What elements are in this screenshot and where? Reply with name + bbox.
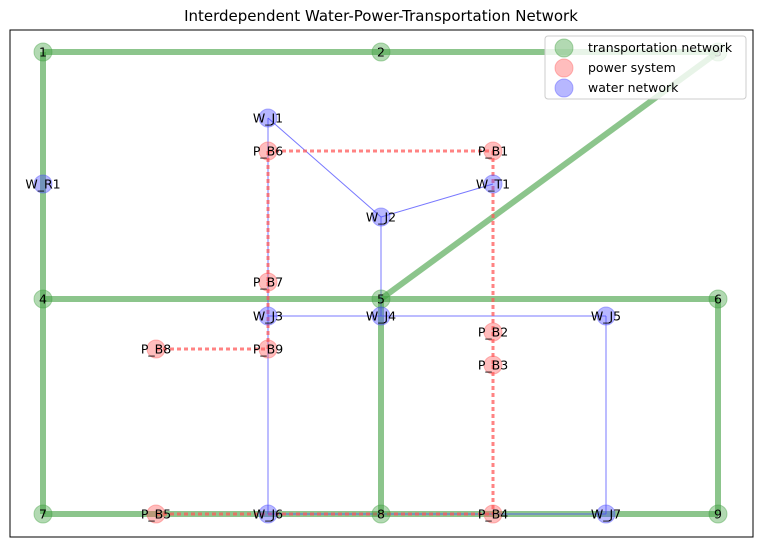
legend-marker-power [554, 58, 574, 78]
nodes-layer [33, 42, 728, 524]
node-P_B6 [258, 141, 278, 161]
node-label-P_B9: P_B9 [253, 342, 283, 357]
node-5 [371, 289, 391, 309]
legend-label-transportation: transportation network [588, 40, 733, 55]
legend-label-water: water network [588, 80, 679, 95]
node-label-P_B8: P_B8 [141, 342, 171, 357]
legend: transportation network power system wate… [544, 35, 747, 100]
node-1 [33, 42, 53, 62]
node-label-W_J3: W_J3 [253, 309, 283, 324]
node-label-2: 2 [377, 45, 385, 60]
node-label-4: 4 [39, 292, 47, 307]
node-9 [708, 504, 728, 524]
node-W_J7 [596, 504, 616, 524]
legend-marker-water [554, 78, 574, 98]
legend-label-power: power system [588, 60, 676, 75]
node-label-P_B5: P_B5 [141, 507, 171, 522]
node-W_J4 [371, 306, 391, 326]
node-8 [371, 504, 391, 524]
node-label-P_B6: P_B6 [253, 144, 283, 159]
node-W_J2 [371, 207, 391, 227]
node-label-P_B4: P_B4 [478, 507, 508, 522]
node-label-P_B2: P_B2 [478, 325, 508, 340]
node-P_B8 [146, 339, 166, 359]
water-edge-W_J2-W_T1 [380, 183, 494, 218]
node-W_J6 [258, 504, 278, 524]
node-label-W_J6: W_J6 [253, 507, 283, 522]
node-label-5: 5 [377, 292, 385, 307]
node-W_J5 [596, 306, 616, 326]
node-label-9: 9 [714, 507, 722, 522]
node-label-W_T1: W_T1 [476, 177, 510, 192]
node-7 [33, 504, 53, 524]
node-label-W_R1: W_R1 [25, 177, 60, 192]
legend-marker-transportation [554, 38, 574, 58]
node-W_J1 [258, 108, 278, 128]
node-label-P_B7: P_B7 [253, 275, 283, 290]
node-label-W_J7: W_J7 [591, 507, 621, 522]
node-label-W_J2: W_J2 [366, 210, 396, 225]
node-P_B1 [483, 141, 503, 161]
node-label-8: 8 [377, 507, 385, 522]
legend-box [544, 35, 747, 100]
node-label-W_J5: W_J5 [591, 309, 621, 324]
node-P_B2 [483, 322, 503, 342]
node-label-7: 7 [39, 507, 47, 522]
plot-frame [9, 29, 754, 538]
water-edge-W_J1-W_J2 [267, 117, 382, 218]
node-2 [371, 42, 391, 62]
node-P_B9 [258, 339, 278, 359]
node-4 [33, 289, 53, 309]
node-P_B7 [258, 272, 278, 292]
node-P_B5 [146, 504, 166, 524]
labels-layer: 123456789P_B1P_B2P_B3P_B4P_B5P_B6P_B7P_B… [25, 45, 722, 522]
node-W_T1 [483, 174, 503, 194]
node-label-6: 6 [714, 292, 722, 307]
node-label-1: 1 [39, 45, 47, 60]
node-label-P_B1: P_B1 [478, 144, 508, 159]
node-label-W_J1: W_J1 [253, 111, 283, 126]
node-label-P_B3: P_B3 [478, 358, 508, 373]
node-P_B3 [483, 355, 503, 375]
node-P_B4 [483, 504, 503, 524]
figure-title: Interdependent Water-Power-Transportatio… [184, 7, 578, 25]
node-W_R1 [33, 174, 53, 194]
node-6 [708, 289, 728, 309]
edges-layer [40, 49, 721, 517]
node-W_J3 [258, 306, 278, 326]
node-label-W_J4: W_J4 [366, 309, 396, 324]
